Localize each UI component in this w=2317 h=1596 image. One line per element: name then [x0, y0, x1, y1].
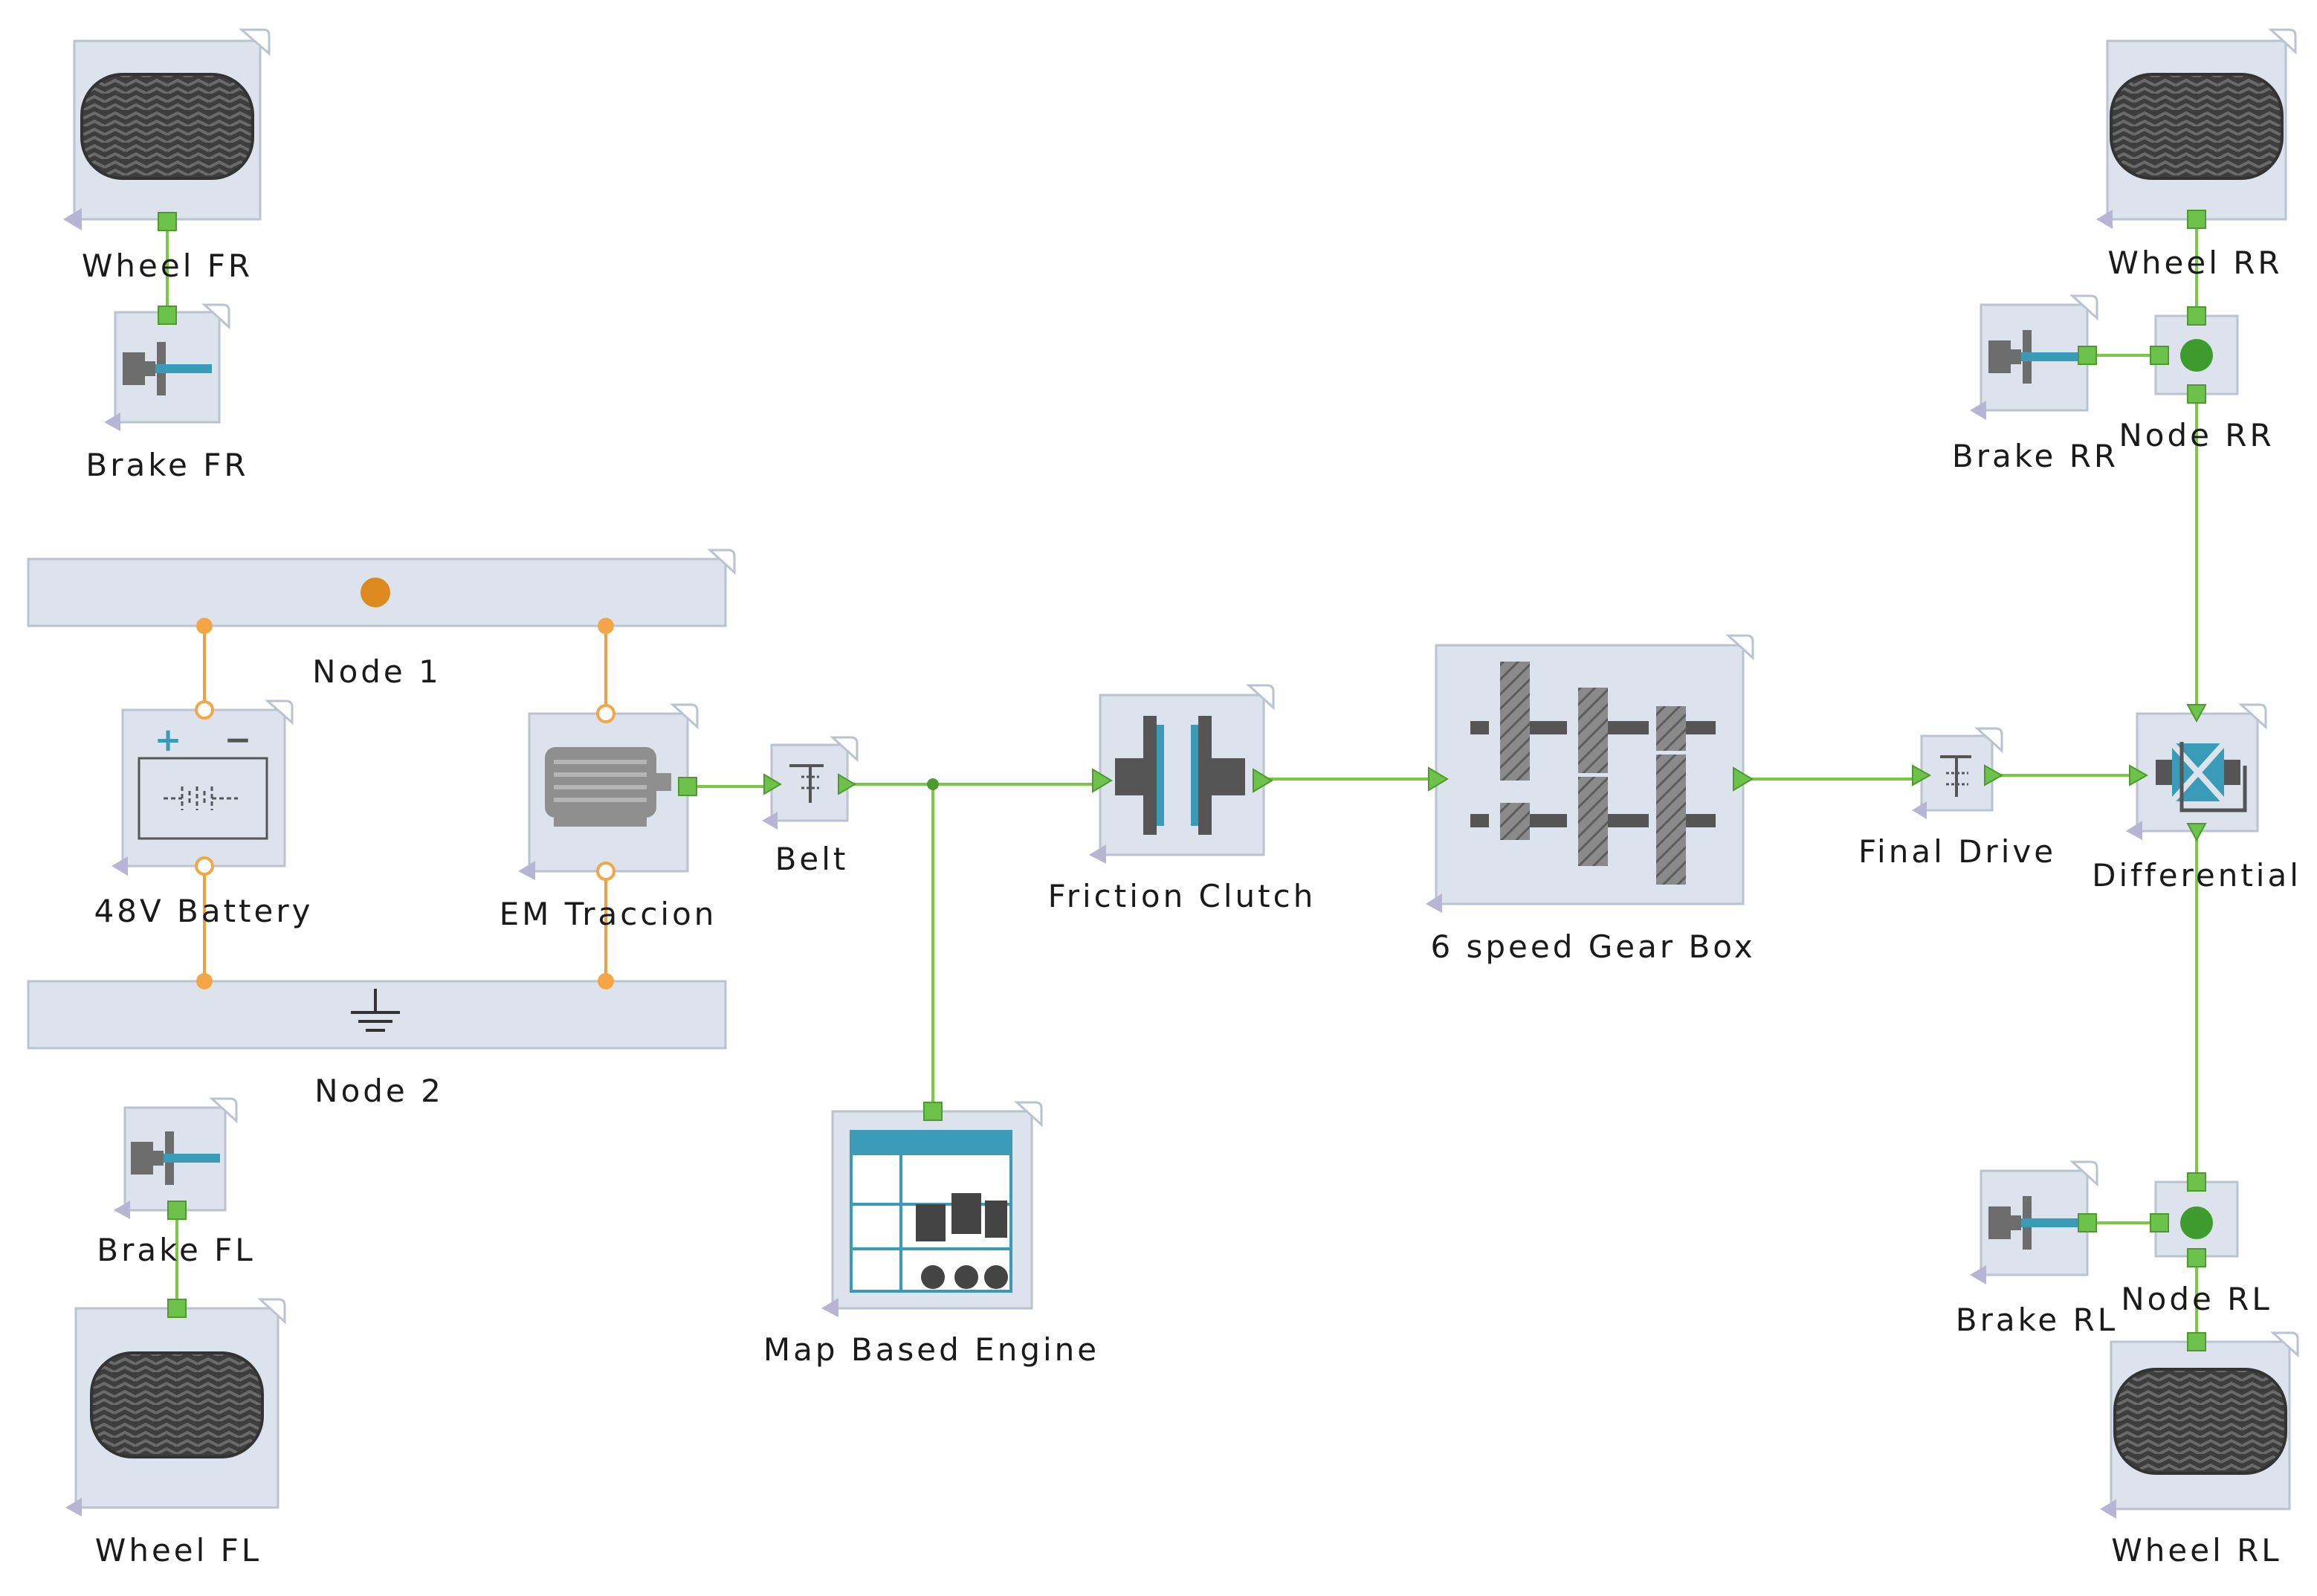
label-brake-rr: Brake RR	[1952, 438, 2119, 474]
brake-fr-block[interactable]: Brake FR	[85, 303, 248, 483]
label-node-2: Node 2	[314, 1073, 444, 1109]
node-1-block[interactable]: Node 1	[27, 549, 736, 690]
gearbox-block[interactable]: 6 speed Gear Box	[1426, 634, 1756, 965]
label-wheel-fl: Wheel FL	[95, 1532, 262, 1568]
wheel-rl-block[interactable]: Wheel RL	[2100, 1331, 2299, 1568]
differential-icon	[2156, 741, 2247, 812]
port-node1-b[interactable]	[598, 618, 614, 634]
port-belt-in[interactable]	[763, 773, 782, 795]
label-map-engine: Map Based Engine	[763, 1331, 1099, 1368]
minus-icon: −	[224, 721, 252, 759]
port-gearbox-in[interactable]	[1428, 766, 1449, 792]
label-wheel-rl: Wheel RL	[2111, 1532, 2281, 1568]
em-traccion-block[interactable]: EM Traccion	[500, 703, 717, 932]
node-dot-icon	[361, 578, 390, 607]
label-brake-rl: Brake RL	[1956, 1302, 2118, 1338]
port-node2-a[interactable]	[196, 973, 213, 989]
port-battery-minus[interactable]	[195, 856, 214, 876]
wheel-fl-block[interactable]: Wheel FL	[65, 1298, 286, 1568]
label-friction-clutch: Friction Clutch	[1048, 878, 1316, 914]
port-belt-out[interactable]	[838, 773, 856, 795]
port-brake-fl[interactable]	[167, 1201, 187, 1220]
tire-icon	[2110, 73, 2284, 180]
port-node-rl-left[interactable]	[2150, 1213, 2169, 1232]
battery-block[interactable]: + − 48V Battery	[94, 700, 314, 929]
port-final-drive-out[interactable]	[1984, 764, 2004, 786]
label-node-rl: Node RL	[2121, 1281, 2272, 1317]
port-wheel-fr[interactable]	[158, 212, 177, 231]
ground-icon	[351, 989, 400, 1032]
map-engine-block[interactable]: Map Based Engine	[763, 1101, 1099, 1368]
node-rr-block[interactable]: Node RR	[2119, 306, 2274, 453]
port-final-drive-in[interactable]	[1912, 764, 1932, 786]
port-node2-b[interactable]	[598, 973, 614, 989]
port-clutch-in[interactable]	[1092, 768, 1113, 793]
label-wheel-rr: Wheel RR	[2107, 245, 2282, 281]
final-drive-block[interactable]: Final Drive	[1858, 727, 2056, 870]
port-engine[interactable]	[923, 1102, 943, 1121]
port-diff-in[interactable]	[2129, 764, 2149, 786]
friction-clutch-block[interactable]: Friction Clutch	[1048, 684, 1316, 914]
tire-icon	[80, 73, 254, 180]
port-node1-a[interactable]	[196, 618, 213, 634]
port-gearbox-out[interactable]	[1733, 766, 1754, 792]
port-node-rl-bottom[interactable]	[2187, 1248, 2206, 1267]
port-clutch-out[interactable]	[1253, 768, 1273, 793]
label-gearbox: 6 speed Gear Box	[1430, 928, 1755, 965]
clutch-icon	[1115, 716, 1245, 835]
final-drive-icon	[1940, 755, 1971, 797]
brake-rl-block[interactable]: Brake RL	[1956, 1160, 2118, 1338]
belt-icon	[789, 764, 824, 803]
wires	[166, 217, 2198, 1342]
label-node-1: Node 1	[312, 653, 442, 690]
port-em-shaft[interactable]	[678, 777, 697, 796]
node-rl-block[interactable]: Node RL	[2121, 1172, 2272, 1317]
port-wheel-rl[interactable]	[2187, 1332, 2206, 1351]
motor-icon	[545, 747, 671, 827]
label-em-traccion: EM Traccion	[500, 896, 717, 932]
port-node-rr-left[interactable]	[2150, 346, 2169, 365]
port-diff-top[interactable]	[2186, 704, 2207, 723]
brake-fl-block[interactable]: Brake FL	[97, 1097, 255, 1268]
engine-map-icon	[850, 1130, 1012, 1293]
brake-rr-block[interactable]: Brake RR	[1952, 294, 2119, 474]
wheel-rr-block[interactable]: Wheel RR	[2096, 28, 2297, 281]
label-brake-fl: Brake FL	[97, 1232, 255, 1268]
port-brake-rr[interactable]	[2078, 346, 2097, 365]
tire-icon	[2113, 1368, 2287, 1475]
label-node-rr: Node RR	[2119, 417, 2274, 453]
label-battery: 48V Battery	[94, 893, 314, 929]
label-wheel-fr: Wheel FR	[82, 248, 253, 284]
wheel-fr-block[interactable]: Wheel FR	[63, 28, 271, 284]
label-final-drive: Final Drive	[1858, 833, 2056, 870]
gearbox-icon	[1470, 662, 1716, 885]
node-2-block[interactable]: Node 2	[27, 973, 727, 1109]
label-differential: Differential	[2092, 857, 2301, 894]
port-em-minus[interactable]	[596, 862, 615, 881]
battery-icon	[138, 757, 268, 840]
port-diff-bottom[interactable]	[2186, 823, 2207, 842]
port-node-rr-bottom[interactable]	[2187, 384, 2206, 404]
node-dot-icon	[2180, 339, 2213, 372]
port-em-plus[interactable]	[596, 704, 615, 723]
junction-dot	[927, 778, 939, 790]
label-belt: Belt	[775, 841, 849, 877]
port-brake-fr[interactable]	[158, 306, 177, 325]
tire-icon	[90, 1351, 264, 1458]
port-node-rl-top[interactable]	[2187, 1172, 2206, 1192]
belt-block[interactable]: Belt	[762, 736, 859, 877]
plus-icon: +	[155, 721, 182, 759]
port-wheel-fl[interactable]	[167, 1299, 187, 1318]
port-battery-plus[interactable]	[195, 700, 214, 720]
label-brake-fr: Brake FR	[85, 447, 248, 483]
port-node-rr-top[interactable]	[2187, 306, 2206, 326]
port-wheel-rr[interactable]	[2187, 210, 2206, 229]
port-brake-rl[interactable]	[2078, 1213, 2097, 1232]
differential-block[interactable]: Differential	[2092, 703, 2301, 894]
node-dot-icon	[2180, 1206, 2213, 1239]
